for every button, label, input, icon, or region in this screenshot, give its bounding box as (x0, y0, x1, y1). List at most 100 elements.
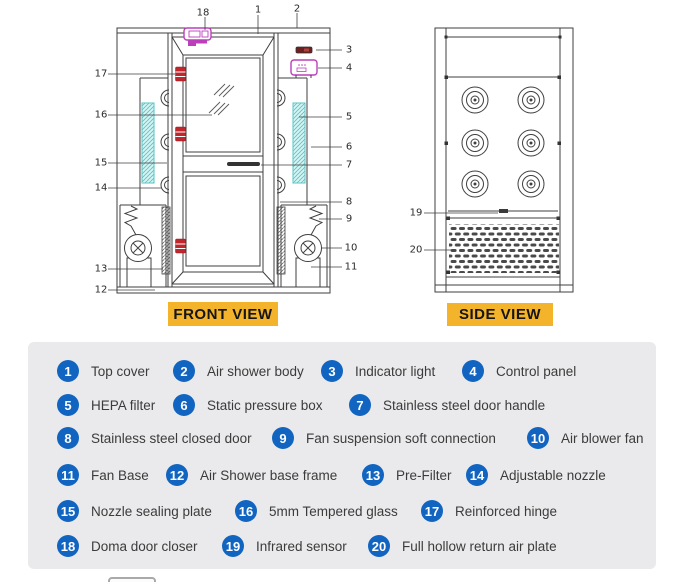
legend-item-adjustable-nozzle: 14 Adjustable nozzle (466, 464, 606, 486)
legend-badge-13: 13 (362, 464, 384, 486)
reinforced-hinges (175, 66, 186, 254)
legend-label-19: Infrared sensor (256, 538, 347, 554)
legend-badge-9: 9 (272, 427, 294, 449)
legend-label-9: Fan suspension soft connection (306, 430, 496, 446)
side-nozzles (461, 86, 545, 198)
legend-label-20: Full hollow return air plate (402, 538, 557, 554)
tempered-glass-upper (185, 57, 261, 153)
callout-19: 19 (409, 207, 423, 219)
pre-filter-right (276, 206, 286, 275)
doma-door-closer (183, 27, 212, 46)
legend-badge-18: 18 (57, 535, 79, 557)
legend-item-closed-door: 8 Stainless steel closed door (57, 427, 252, 449)
door-handle (227, 162, 260, 166)
legend-badge-16: 16 (235, 500, 257, 522)
legend-item-hepa-filter: 5 HEPA filter (57, 394, 155, 416)
legend-item-control-panel: 4 Control panel (462, 360, 576, 382)
fan-base-right (295, 257, 321, 288)
glass-reflection-marks (208, 83, 235, 116)
callout-17: 17 (94, 68, 108, 80)
legend-label-7: Stainless steel door handle (383, 397, 546, 413)
fan-suspension-right (308, 205, 324, 236)
callout-13: 13 (94, 263, 108, 275)
callout-9: 9 (345, 213, 353, 225)
indicator-light (295, 46, 313, 54)
legend-badge-1: 1 (57, 360, 79, 382)
infrared-sensor (499, 209, 508, 213)
technical-drawing (108, 13, 574, 294)
callout-4: 4 (345, 62, 353, 74)
legend-label-2: Air shower body (207, 363, 304, 379)
callout-8: 8 (345, 196, 353, 208)
legend-label-6: Static pressure box (207, 397, 323, 413)
callout-5: 5 (345, 111, 353, 123)
legend-item-top-cover: 1 Top cover (57, 360, 150, 382)
callout-2: 2 (293, 3, 301, 15)
legend-badge-19: 19 (222, 535, 244, 557)
callout-11: 11 (344, 261, 358, 273)
legend-label-8: Stainless steel closed door (91, 430, 252, 446)
fan-unit-right (276, 204, 328, 288)
legend-label-5: HEPA filter (91, 397, 156, 413)
adjustable-nozzles (160, 89, 286, 194)
callout-14: 14 (94, 182, 108, 194)
legend-label-15: Nozzle sealing plate (91, 503, 212, 519)
legend-label-1: Top cover (91, 363, 150, 379)
legend-badge-10: 10 (527, 427, 549, 449)
legend-item-doma-door-closer: 18 Doma door closer (57, 535, 198, 557)
legend-label-16: 5mm Tempered glass (269, 503, 398, 519)
legend-label-11: Fan Base (91, 467, 149, 483)
legend-item-fan-base: 11 Fan Base (57, 464, 149, 486)
callout-leader-lines (108, 13, 498, 291)
legend-badge-6: 6 (173, 394, 195, 416)
return-air-plate (449, 224, 559, 273)
tempered-glass-lower (185, 175, 261, 267)
side-body-outline (434, 27, 574, 293)
callout-12: 12 (94, 284, 108, 296)
legend-label-18: Doma door closer (91, 538, 198, 554)
callout-20: 20 (409, 244, 423, 256)
legend-badge-17: 17 (421, 500, 443, 522)
legend-item-pre-filter: 13 Pre-Filter (362, 464, 452, 486)
legend-item-reinforced-hinge: 17 Reinforced hinge (421, 500, 557, 522)
air-shower-body-outline (116, 27, 331, 294)
legend-badge-2: 2 (173, 360, 195, 382)
front-view-label: FRONT VIEW (168, 302, 278, 326)
legend-item-air-blower-fan: 10 Air blower fan (527, 427, 644, 449)
legend-item-return-air-plate: 20 Full hollow return air plate (368, 535, 557, 557)
callout-6: 6 (345, 141, 353, 153)
side-view-drawing (434, 27, 574, 293)
legend-item-infrared-sensor: 19 Infrared sensor (222, 535, 347, 557)
legend-label-10: Air blower fan (561, 430, 644, 446)
fan-unit-left (119, 204, 171, 288)
legend-label-17: Reinforced hinge (455, 503, 558, 519)
legend-item-air-shower-body: 2 Air shower body (173, 360, 304, 382)
legend-item-static-pressure-box: 6 Static pressure box (173, 394, 323, 416)
legend-badge-5: 5 (57, 394, 79, 416)
legend-label-14: Adjustable nozzle (500, 467, 606, 483)
legend-label-13: Pre-Filter (396, 467, 452, 483)
hepa-filter-right (292, 102, 306, 184)
legend-badge-11: 11 (57, 464, 79, 486)
pre-filter-left (161, 206, 171, 275)
legend-label-12: Air Shower base frame (200, 467, 338, 483)
callout-18: 18 (196, 7, 210, 19)
legend-badge-15: 15 (57, 500, 79, 522)
legend-badge-4: 4 (462, 360, 484, 382)
closed-door-outline (182, 54, 264, 273)
legend-badge-8: 8 (57, 427, 79, 449)
legend-badge-20: 20 (368, 535, 390, 557)
fan-base-left (126, 257, 152, 288)
legend-badge-14: 14 (466, 464, 488, 486)
legend-label-4: Control panel (496, 363, 577, 379)
legend-item-fan-suspension: 9 Fan suspension soft connection (272, 427, 496, 449)
callout-16: 16 (94, 109, 108, 121)
callout-1: 1 (254, 4, 262, 16)
control-panel (290, 59, 318, 76)
clipped-bottom-element (108, 577, 156, 582)
